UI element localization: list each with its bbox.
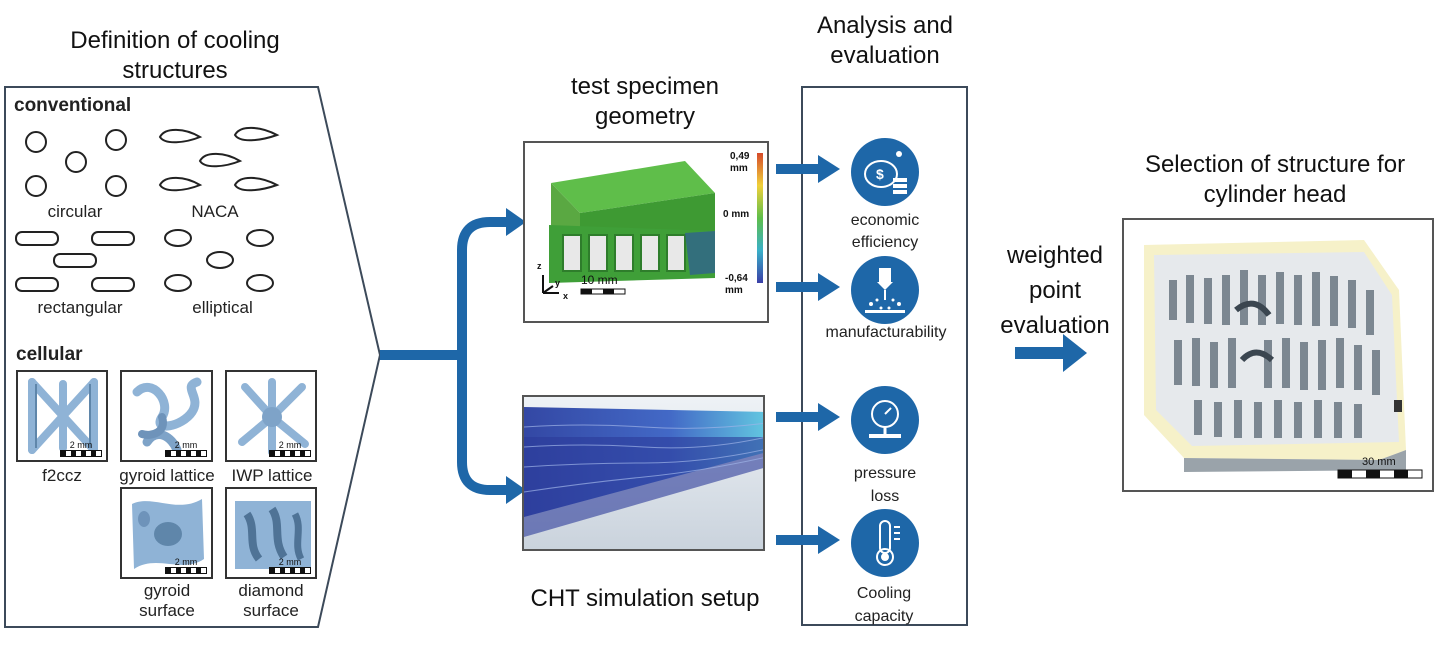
arrow-head-specimen (506, 208, 526, 236)
thermometer-icon (851, 509, 919, 577)
split-flow-arrows (380, 208, 526, 504)
specimen-image: 0,49 mm 0 mm -0,64 mm 10 mm z y x (523, 141, 769, 323)
cell-label-gyroid-surface: gyroid surface (139, 581, 195, 620)
arrow-head-cht (506, 476, 526, 504)
colorbar-max-label: 0,49 mm (730, 151, 750, 174)
colorbar-min-label: -0,64 mm (725, 273, 748, 296)
axis-y-label: y (555, 278, 561, 288)
definition-heading: Definition of cooling structures (70, 27, 280, 84)
cylinder-head-render (1124, 220, 1432, 490)
specimen-heading: test specimen geometry (570, 73, 720, 130)
cell-scale-gyroid-surface: 2 mm (165, 557, 207, 574)
criterion-economic-efficiency: economic efficiency (850, 212, 920, 251)
weighted-evaluation-label: weighted point evaluation (1000, 242, 1110, 339)
specimen-render (542, 153, 763, 295)
cellular-label: cellular (16, 344, 83, 365)
cell-thumb-gyroid-surface: 2 mm (120, 487, 213, 579)
iwp-lattice-icon (238, 378, 309, 456)
cell-scale-gyroid-lattice: 2 mm (165, 440, 207, 457)
shape-label-rectangular: rectangular (37, 298, 123, 317)
svg-text:$: $ (876, 166, 884, 182)
cell-label-diamond-surface: diamond surface (238, 581, 304, 620)
cylinder-head-image: 30 mm (1122, 218, 1434, 492)
cell-scale-diamond-surface: 2 mm (269, 557, 311, 574)
laser-machining-icon (851, 256, 919, 324)
pressure-gauge-icon (851, 386, 919, 454)
gyroid-surface-icon (132, 499, 204, 569)
rectangular-shapes-icon (15, 231, 135, 292)
cell-scale-f2ccz: 2 mm (60, 440, 102, 457)
cell-thumb-diamond-surface: 2 mm (225, 487, 317, 579)
colorbar-mid-label: 0 mm (723, 209, 750, 220)
shape-label-naca: NACA (191, 202, 239, 221)
analysis-arrows (776, 155, 840, 554)
cht-simulation-image (522, 395, 765, 551)
cell-label-iwp-lattice: IWP lattice (231, 466, 313, 485)
shape-label-elliptical: elliptical (192, 298, 253, 317)
naca-shapes-icon (158, 126, 280, 192)
shape-label-circular: circular (47, 202, 103, 221)
criterion-cooling-capacity: Cooling capacity (854, 585, 914, 625)
elliptical-shapes-icon (164, 229, 274, 292)
cell-scale-iwp-lattice: 2 mm (269, 440, 311, 457)
gyroid-lattice-icon (132, 377, 202, 455)
conventional-label: conventional (14, 95, 132, 116)
cell-thumb-iwp-lattice: 2 mm (225, 370, 317, 462)
cht-heading: CHT simulation setup (530, 585, 760, 612)
axis-x-label: x (563, 291, 569, 301)
circular-shapes-icon (25, 129, 127, 197)
cell-label-gyroid-lattice: gyroid lattice (119, 466, 215, 485)
axis-z-label: z (537, 261, 542, 271)
specimen-scale-label: 10 mm (581, 273, 618, 287)
analysis-heading: Analysis and evaluation (816, 12, 954, 69)
cell-label-f2ccz: f2ccz (42, 466, 82, 485)
f2ccz-lattice-icon (28, 378, 98, 454)
selection-heading: Selection of structure for cylinder head (1144, 151, 1406, 208)
cell-thumb-f2ccz: 2 mm (16, 370, 108, 462)
cell-thumb-gyroid-lattice: 2 mm (120, 370, 213, 462)
analysis-panel (801, 86, 968, 626)
weighted-arrow (1015, 334, 1087, 372)
cht-flow-render (524, 397, 763, 549)
piggy-bank-coins-icon: $ (851, 138, 919, 206)
criterion-manufacturability: manufacturability (825, 324, 947, 341)
criterion-pressure-loss: pressure loss (853, 465, 917, 505)
selection-scale-label: 30 mm (1362, 456, 1396, 468)
diamond-surface-icon (235, 501, 311, 569)
